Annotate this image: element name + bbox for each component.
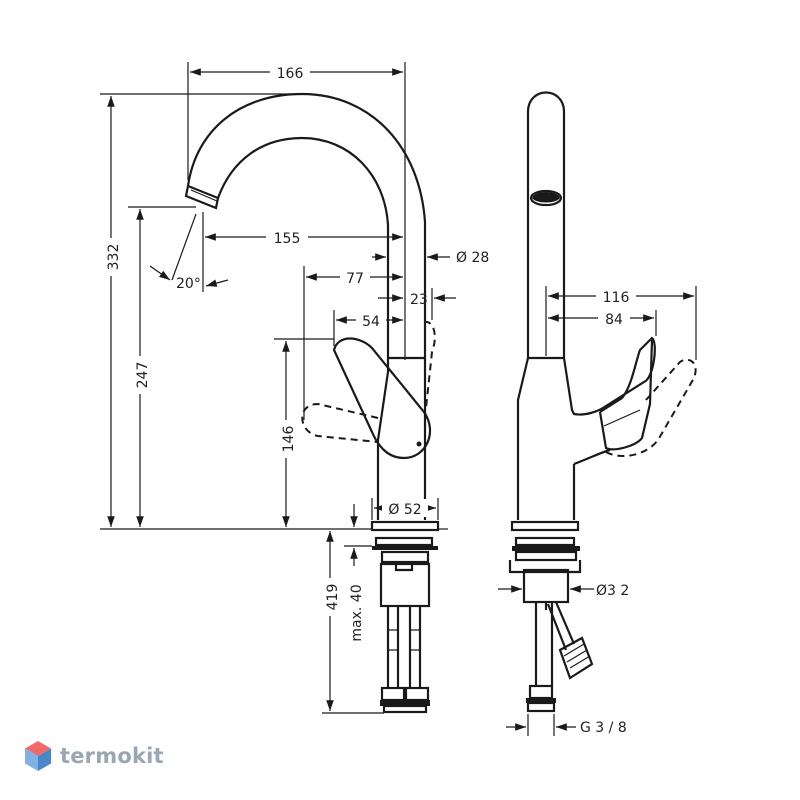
dim-diameter-52: Ø 52 <box>388 502 421 518</box>
dim-247: 247 <box>135 362 151 389</box>
dim-332: 332 <box>106 244 122 271</box>
brand-watermark: termokit <box>24 736 164 776</box>
front-view: 166 155 Ø 28 77 23 54 20° 332 <box>100 62 489 714</box>
supply-hoses <box>386 606 422 688</box>
threaded-shank <box>379 562 431 608</box>
lever-handle <box>332 337 432 460</box>
side-spout <box>526 91 566 358</box>
dim-diameter-28: Ø 28 <box>456 250 489 266</box>
lever-dashed-open <box>301 402 379 443</box>
brand-name: termokit <box>60 744 164 768</box>
dim-116: 116 <box>603 290 630 306</box>
side-view: 116 84 Ø3 2 G 3 / 8 <box>498 91 697 736</box>
dim-77: 77 <box>346 271 364 287</box>
dim-23: 23 <box>410 292 428 308</box>
spout-inner <box>216 136 390 358</box>
dim-155: 155 <box>274 231 301 247</box>
dim-146: 146 <box>281 426 297 453</box>
spout-tip <box>184 184 220 210</box>
dim-max-40: max. 40 <box>349 584 365 641</box>
lever-dashed-side <box>423 320 436 409</box>
side-mount-block <box>522 568 570 604</box>
dim-84: 84 <box>605 312 623 328</box>
dim-angle-20: 20° <box>176 276 201 292</box>
side-lever-dashed <box>605 358 697 457</box>
body <box>376 358 390 520</box>
side-base-ring <box>510 520 580 532</box>
base-ring <box>370 520 440 532</box>
dim-419: 419 <box>325 584 341 611</box>
dim-diameter-32: Ø3 2 <box>596 583 629 599</box>
spout-outer <box>186 92 427 520</box>
side-hoses <box>534 601 576 686</box>
dim-thread-g38: G 3 / 8 <box>580 720 627 736</box>
dim-54: 54 <box>362 314 380 330</box>
side-body <box>516 336 656 520</box>
dim-166: 166 <box>277 66 304 82</box>
hexagon-cube-icon <box>25 741 51 771</box>
side-lever <box>598 339 654 451</box>
